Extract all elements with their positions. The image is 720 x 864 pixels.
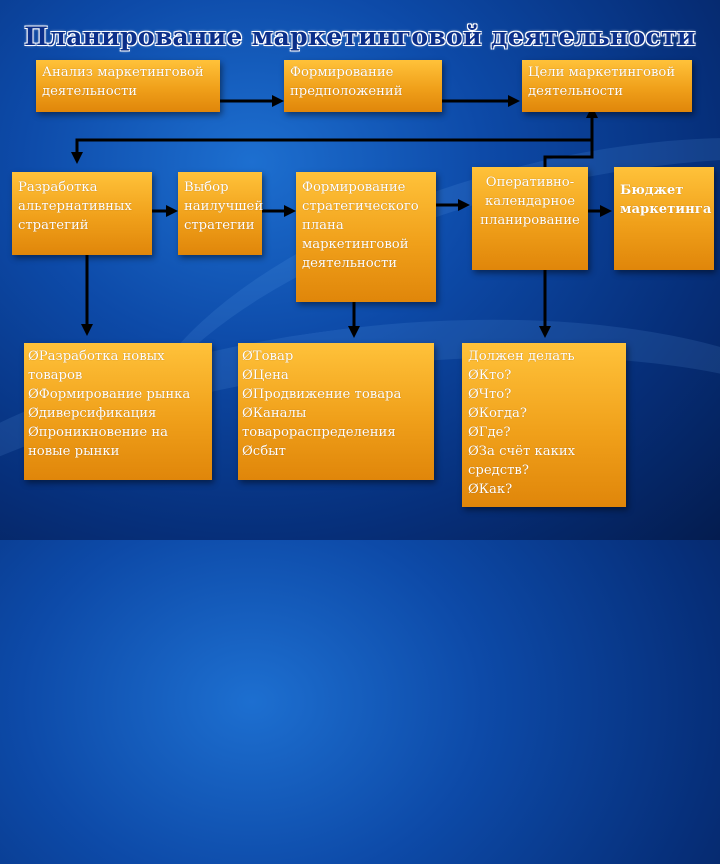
list-item: ØКаналы <box>242 406 307 421</box>
box-text-line: Формирование <box>302 180 406 195</box>
box-text-line: Разработка <box>18 180 98 195</box>
box-marketing-mix-list: ØТовар ØЦена ØПродвижение товара ØКаналы… <box>238 343 434 480</box>
list-item: ØГде? <box>468 425 511 440</box>
list-item: средств? <box>468 463 529 478</box>
box-text-line: Выбор <box>184 180 229 195</box>
box-operational-planning: Оперативно- календарное планирование <box>472 167 588 270</box>
box-text-line: маркетинга <box>620 202 712 217</box>
list-item: ØЗа счёт каких <box>468 444 576 459</box>
box-text-line: Оперативно- <box>485 175 575 190</box>
list-item: товаров <box>28 368 83 383</box>
box-text-line: Формирование <box>290 65 394 80</box>
box-marketing-goals: Цели маркетинговой деятельности <box>522 60 692 112</box>
list-item: ØРазработка новых <box>28 349 165 364</box>
list-item: ØКогда? <box>468 406 527 421</box>
list-item: Øсбыт <box>242 444 286 459</box>
box-text-line: стратегий <box>18 218 89 233</box>
box-text-line: маркетинговой <box>302 237 409 252</box>
box-marketing-budget: Бюджет маркетинга <box>614 167 714 270</box>
list-item: ØЦена <box>242 368 289 383</box>
box-marketing-analysis: Анализ маркетинговой деятельности <box>36 60 220 112</box>
list-item: новые рынки <box>28 444 120 459</box>
list-item: ØПродвижение товара <box>242 387 402 402</box>
box-text-line: наилучшей <box>184 199 264 214</box>
arrow-operational-to-goals <box>543 106 598 167</box>
box-text-line: деятельности <box>528 84 624 99</box>
box-alternative-strategies: Разработка альтернативных стратегий <box>12 172 152 255</box>
list-item: товарораспределения <box>242 425 396 440</box>
list-item: ØКак? <box>468 482 513 497</box>
box-text-line: Бюджет <box>620 183 684 198</box>
list-item: Должен делать <box>468 349 575 364</box>
box-text-line: предположений <box>290 84 403 99</box>
list-item: Øпроникновение на <box>28 425 168 440</box>
box-text-line: стратегического <box>302 199 419 214</box>
box-assumptions: Формирование предположений <box>284 60 442 112</box>
page-title: Планирование маркетинговой деятельности <box>24 22 696 51</box>
box-text-line: альтернативных <box>18 199 132 214</box>
list-item: ØКто? <box>468 368 512 383</box>
box-growth-strategies-list: ØРазработка новых товаров ØФормирование … <box>24 343 212 480</box>
box-strategic-plan: Формирование стратегического плана марке… <box>296 172 436 302</box>
box-text-line: планирование <box>480 213 580 228</box>
list-item: ØФормирование рынка <box>28 387 191 402</box>
connector-arrows <box>71 95 612 338</box>
box-text-line: Цели маркетинговой <box>528 65 676 80</box>
box-text-line: Анализ маркетинговой <box>42 65 204 80</box>
box-questions-list: Должен делать ØКто? ØЧто? ØКогда? ØГде? … <box>462 343 626 507</box>
box-best-strategy: Выбор наилучшей стратегии <box>178 172 264 255</box>
list-item: ØТовар <box>242 349 294 364</box>
box-text-line: деятельности <box>302 256 398 271</box>
box-text-line: стратегии <box>184 218 255 233</box>
box-text-line: деятельности <box>42 84 138 99</box>
list-item: Øдиверсификация <box>28 406 157 421</box>
box-text-line: плана <box>302 218 344 233</box>
arrow-goals-to-alternatives <box>71 138 594 164</box>
box-text-line: календарное <box>484 194 576 209</box>
list-item: ØЧто? <box>468 387 512 402</box>
